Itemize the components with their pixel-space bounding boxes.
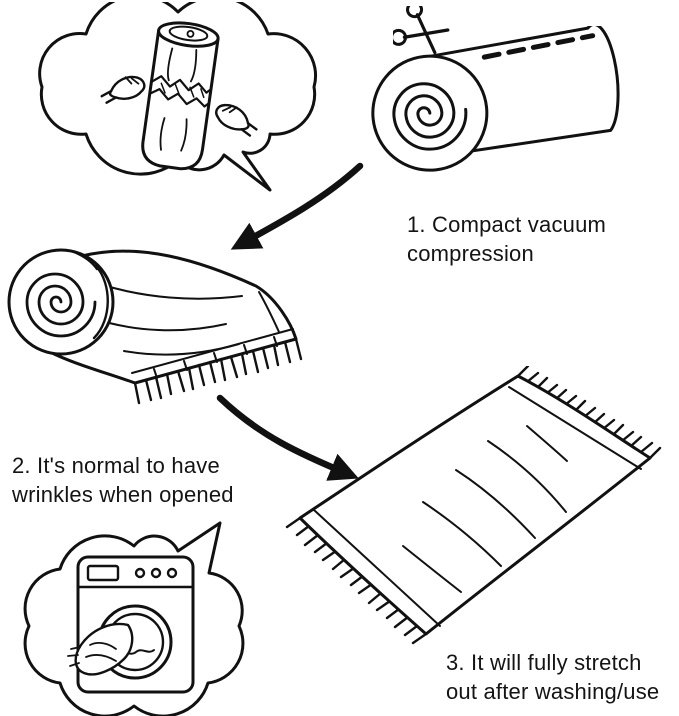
tear-line <box>148 75 213 108</box>
arrow-down-left-icon <box>230 162 364 250</box>
unrolled-blanket-illustration <box>7 248 303 405</box>
blanket-fringe <box>133 337 303 405</box>
rug-hem-lines <box>313 386 642 627</box>
left-hand-icon <box>100 75 146 104</box>
washing-machine-bubble <box>23 521 245 716</box>
scissors-icon <box>393 6 450 55</box>
rug-fringe-bottom <box>285 516 428 645</box>
rug-fringe-top <box>516 366 662 460</box>
step-2-caption: 2. It's normal to have wrinkles when ope… <box>12 453 234 507</box>
blanket-wrap-line <box>72 250 109 340</box>
roll-spiral <box>392 82 468 151</box>
blanket-roll-spiral <box>25 272 97 338</box>
compressed-roll-illustration <box>371 26 620 172</box>
flat-blanket-illustration <box>285 366 662 645</box>
dashed-cut-line <box>481 33 596 60</box>
machine-buttons <box>134 567 178 579</box>
arrow-step1-to-step2 <box>230 162 364 250</box>
step-3-caption: 3. It will fully stretch out after washi… <box>446 650 660 704</box>
vacuum-package-icon <box>100 21 258 171</box>
rug-wrinkle-lines <box>402 425 568 593</box>
arrow-step2-to-step3 <box>216 394 359 481</box>
blanket-in-door <box>67 622 134 676</box>
opening-package-bubble <box>38 2 318 192</box>
step-1-caption: 1. Compact vacuum compression <box>407 212 607 266</box>
blanket-sheet <box>48 249 298 385</box>
arrow-down-right-icon <box>216 394 359 481</box>
rug-outline <box>298 374 652 636</box>
machine-display <box>86 564 120 582</box>
washing-machine-icon <box>67 555 195 694</box>
right-hand-icon <box>215 103 258 137</box>
